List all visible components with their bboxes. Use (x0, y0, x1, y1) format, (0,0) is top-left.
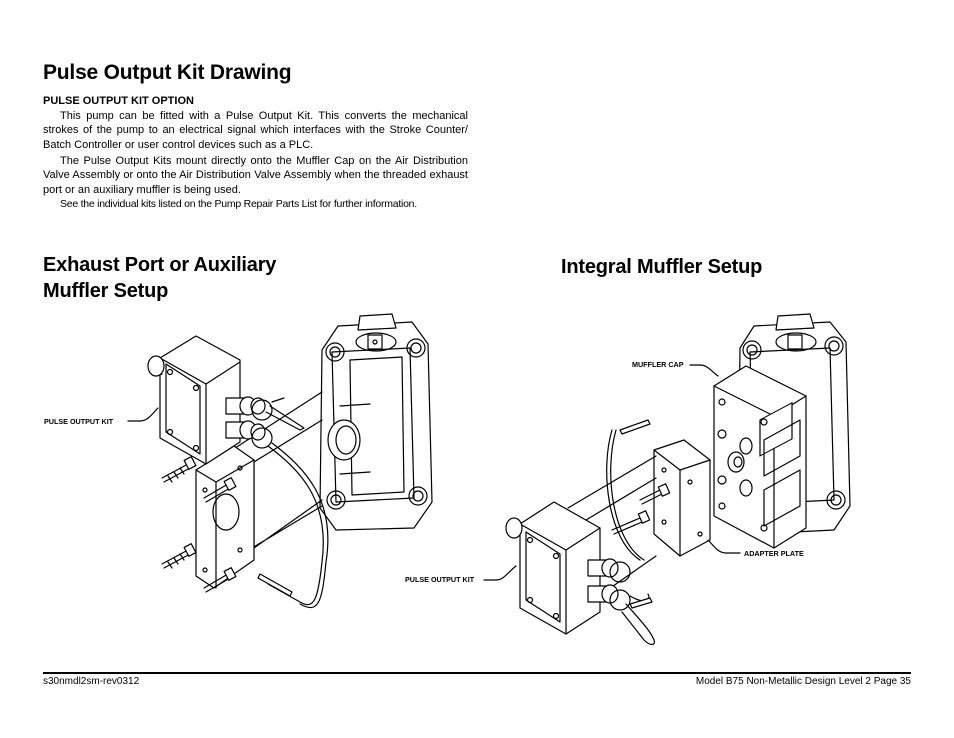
footer-page-info: Model B75 Non-Metallic Design Level 2 Pa… (695, 676, 911, 687)
left-screws (161, 456, 237, 593)
adapter-plate-leader (707, 539, 741, 554)
left-pulse-box (147, 335, 241, 465)
right-pulse-kit-leader (483, 565, 517, 581)
left-gasket-plate (195, 445, 255, 589)
right-muffler-cap (713, 365, 807, 549)
callout-left-pulse-output-kit: PULSE OUTPUT KIT (44, 417, 114, 426)
callout-muffler-cap: MUFFLER CAP (632, 360, 684, 369)
paragraph-mounting-text: The Pulse Output Kits mount directly ont… (43, 155, 468, 196)
paragraph-intro: This pump can be fitted with a Pulse Out… (43, 109, 468, 152)
paragraph-intro-text: This pump can be fitted with a Pulse Out… (43, 110, 468, 151)
option-heading: PULSE OUTPUT KIT OPTION (43, 95, 194, 107)
right-connectors (587, 419, 655, 646)
left-valve-housing (319, 313, 433, 531)
right-exploded-drawing (483, 313, 851, 646)
callout-adapter-plate: ADAPTER PLATE (744, 549, 804, 558)
muffler-cap-leader (689, 364, 719, 377)
right-adapter-plate (653, 439, 711, 557)
callout-right-pulse-output-kit: PULSE OUTPUT KIT (405, 575, 475, 584)
section-title-integral-muffler: Integral Muffler Setup (561, 256, 763, 278)
assembly-drawings: PULSE OUTPUT KIT MUFFLER CAP ADAPTER PLA… (44, 313, 851, 646)
paragraph-mounting: The Pulse Output Kits mount directly ont… (43, 154, 468, 197)
left-connectors (225, 396, 329, 609)
left-pulse-kit-leader (127, 407, 159, 422)
paragraph-reference-text: See the individual kits listed on the Pu… (60, 198, 417, 210)
page-title: Pulse Output Kit Drawing (43, 61, 292, 84)
section-title-exhaust-port: Exhaust Port or Auxiliary Muffler Setup (43, 254, 277, 302)
footer-doc-code: s30nmdl2sm-rev0312 (43, 676, 140, 687)
right-pulse-box (505, 501, 601, 635)
paragraph-reference: See the individual kits listed on the Pu… (43, 197, 468, 211)
right-screws (611, 483, 671, 535)
left-exploded-drawing (127, 313, 433, 609)
footer-divider (43, 672, 911, 674)
